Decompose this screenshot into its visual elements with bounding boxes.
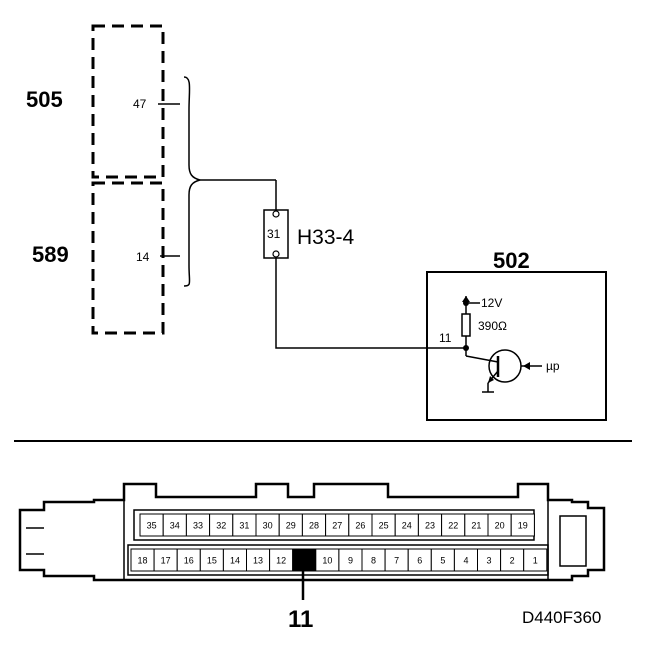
pin-label-12: 12 bbox=[276, 556, 286, 566]
pin-cell-1 bbox=[523, 548, 548, 572]
pin-label-34: 34 bbox=[170, 521, 180, 531]
input-label: µp bbox=[546, 359, 560, 373]
figure-id: D440F360 bbox=[522, 608, 601, 627]
pin-label-13: 13 bbox=[253, 556, 263, 566]
pin-label-21: 21 bbox=[471, 521, 481, 531]
brace bbox=[183, 76, 201, 287]
resistor-label: 390Ω bbox=[478, 319, 507, 333]
module-589-pin: 14 bbox=[136, 250, 150, 264]
callout-label: 11 bbox=[288, 606, 313, 633]
pin-label-3: 3 bbox=[487, 556, 492, 566]
connector-h33-terminal-bottom bbox=[272, 250, 280, 258]
pin-label-1: 1 bbox=[533, 556, 538, 566]
pin-label-28: 28 bbox=[309, 521, 319, 531]
connector-h33-terminal-top bbox=[272, 210, 280, 218]
module-505-label: 505 bbox=[26, 87, 63, 112]
wire-to-ecu bbox=[275, 258, 466, 349]
pin-label-7: 7 bbox=[394, 556, 399, 566]
module-589-box bbox=[91, 181, 165, 335]
connector-h33-box bbox=[263, 209, 289, 259]
module-589-label: 589 bbox=[32, 242, 69, 267]
pin-label-29: 29 bbox=[286, 521, 296, 531]
ecu-502-box bbox=[426, 271, 607, 421]
pin-label-33: 33 bbox=[193, 521, 203, 531]
ecu-502-pin: 11 bbox=[439, 331, 452, 345]
pin-label-31: 31 bbox=[239, 521, 249, 531]
pin-label-20: 20 bbox=[495, 521, 505, 531]
connector-top-row: 35 34 33 32 31 30 29 28 27 26 25 24 23 22 21 20 19 bbox=[139, 513, 535, 537]
supply-arrow-icon bbox=[462, 296, 470, 302]
pin-label-8: 8 bbox=[371, 556, 376, 566]
pin-label-23: 23 bbox=[425, 521, 435, 531]
supply-node bbox=[463, 300, 469, 306]
pin-label-26: 26 bbox=[355, 521, 365, 531]
ecu-502-label: 502 bbox=[493, 248, 530, 273]
pin-label-15: 15 bbox=[207, 556, 217, 566]
pin-label-25: 25 bbox=[379, 521, 389, 531]
pin-label-22: 22 bbox=[448, 521, 458, 531]
pin-label-18: 18 bbox=[138, 556, 148, 566]
pin-label-35: 35 bbox=[147, 521, 157, 531]
pin-label-24: 24 bbox=[402, 521, 412, 531]
connector-h33-label: H33-4 bbox=[297, 226, 355, 249]
pin-label-30: 30 bbox=[263, 521, 273, 531]
pin-cell-19 bbox=[510, 513, 535, 537]
transistor-icon bbox=[465, 348, 542, 393]
connector-h33-pin: 31 bbox=[267, 227, 281, 241]
module-505-box bbox=[91, 24, 165, 179]
pin-label-19: 19 bbox=[518, 521, 528, 531]
pin-label-16: 16 bbox=[184, 556, 194, 566]
supply-label: 12V bbox=[481, 296, 502, 310]
pin-label-14: 14 bbox=[230, 556, 240, 566]
pin-label-10: 10 bbox=[322, 556, 332, 566]
pin-label-27: 27 bbox=[332, 521, 342, 531]
pin-label-4: 4 bbox=[463, 556, 468, 566]
pin-label-32: 32 bbox=[216, 521, 226, 531]
pin-label-9: 9 bbox=[348, 556, 353, 566]
resistor-icon bbox=[461, 313, 471, 337]
connector-bottom-row: 18 17 16 15 14 13 12 10 9 8 7 6 5 4 3 2 1 bbox=[130, 548, 548, 572]
pin-label-17: 17 bbox=[161, 556, 171, 566]
pin-label-5: 5 bbox=[440, 556, 445, 566]
pin-cell-11 bbox=[292, 548, 317, 572]
pin-label-6: 6 bbox=[417, 556, 422, 566]
pin-label-2: 2 bbox=[510, 556, 515, 566]
module-505-pin: 47 bbox=[133, 97, 147, 111]
